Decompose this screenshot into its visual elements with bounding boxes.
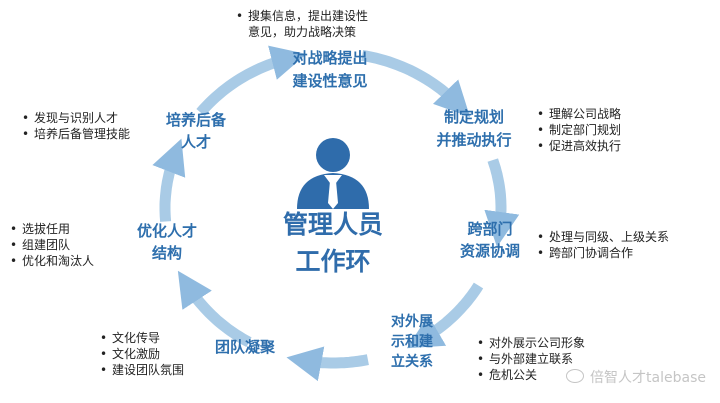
bullets-structure: •选拔任用 •组建团队 •优化和淘汰人 bbox=[10, 221, 94, 269]
cycle-ring bbox=[152, 45, 520, 382]
bullets-external: •对外展示公司形象 •与外部建立联系 •危机公关 bbox=[477, 335, 585, 383]
bullet-item: •培养后备管理技能 bbox=[22, 127, 131, 141]
center-title-line2: 工作环 bbox=[295, 247, 370, 276]
cycle-arrow-5 bbox=[177, 270, 252, 348]
bullet-item: •优化和淘汰人 bbox=[10, 254, 95, 268]
node-cross-line2: 资源协调 bbox=[460, 242, 520, 260]
bullets-cross: •处理与同级、上级关系 •跨部门协调合作 bbox=[537, 229, 669, 261]
bullet-item: •促进高效执行 bbox=[537, 139, 622, 153]
node-structure-line2: 结构 bbox=[152, 244, 182, 262]
node-structure-line1: 优化人才 bbox=[137, 222, 197, 240]
wechat-icon bbox=[566, 369, 585, 383]
cycle-arrow-6 bbox=[152, 138, 186, 222]
bullet-item: •处理与同级、上级关系 bbox=[537, 230, 670, 244]
node-reserve-line1: 培养后备 bbox=[166, 111, 227, 129]
node-strategy-line1: 对战略提出 bbox=[292, 49, 367, 67]
manager-person-icon bbox=[297, 138, 369, 209]
bullet-item: 意见，助力战略决策 bbox=[248, 25, 357, 39]
node-external-line3: 立关系 bbox=[391, 353, 433, 370]
bullet-dot: • bbox=[236, 9, 244, 23]
cycle-arrow-1 bbox=[361, 49, 471, 117]
bullet-item: •理解公司战略 bbox=[537, 107, 622, 121]
bullet-item: •对外展示公司形象 bbox=[477, 336, 586, 350]
bullets-reserve: •发现与识别人才 •培养后备管理技能 bbox=[22, 110, 130, 142]
node-strategy-line2: 建设性意见 bbox=[292, 72, 367, 90]
cycle-arrow-7 bbox=[196, 45, 307, 117]
node-reserve-line2: 人才 bbox=[181, 133, 211, 151]
node-cross-line1: 跨部门 bbox=[467, 220, 512, 238]
watermark: 倍智人才talebase bbox=[566, 367, 706, 387]
cycle-arrow-4 bbox=[286, 346, 369, 382]
bullet-item: •文化传导 bbox=[100, 331, 161, 345]
bullet-item: •选拔任用 bbox=[10, 222, 71, 236]
bullet-item: •制定部门规划 bbox=[537, 123, 622, 137]
bullet-item: •与外部建立联系 bbox=[477, 352, 574, 366]
cycle-arrow-2 bbox=[484, 158, 520, 248]
bullet-item: •建设团队氛围 bbox=[100, 363, 185, 377]
node-plan-line1: 制定规划 bbox=[444, 108, 504, 126]
bullets-team: •文化传导 •文化激励 •建设团队氛围 bbox=[100, 330, 184, 378]
cycle-arrow-3 bbox=[406, 282, 484, 349]
bullets-strategy: •搜集信息，提出建设性 意见，助力战略决策 bbox=[236, 8, 368, 40]
bullet-item: •跨部门协调合作 bbox=[537, 246, 634, 260]
node-team-line1: 团队凝聚 bbox=[215, 338, 276, 356]
bullet-item: •危机公关 bbox=[477, 368, 538, 382]
bullet-item: •组建团队 bbox=[10, 238, 71, 252]
bullets-plan: •理解公司战略 •制定部门规划 •促进高效执行 bbox=[537, 106, 621, 154]
center-title-line1: 管理人员 bbox=[283, 210, 383, 239]
node-external-line1: 对外展 bbox=[391, 313, 433, 330]
bullet-item: •发现与识别人才 bbox=[22, 111, 119, 125]
bullet-item: •文化激励 bbox=[100, 347, 161, 361]
node-external-line2: 示和建 bbox=[391, 333, 433, 350]
node-plan-line2: 并推动执行 bbox=[436, 131, 511, 149]
bullet-item: •搜集信息，提出建设性 bbox=[236, 9, 369, 23]
